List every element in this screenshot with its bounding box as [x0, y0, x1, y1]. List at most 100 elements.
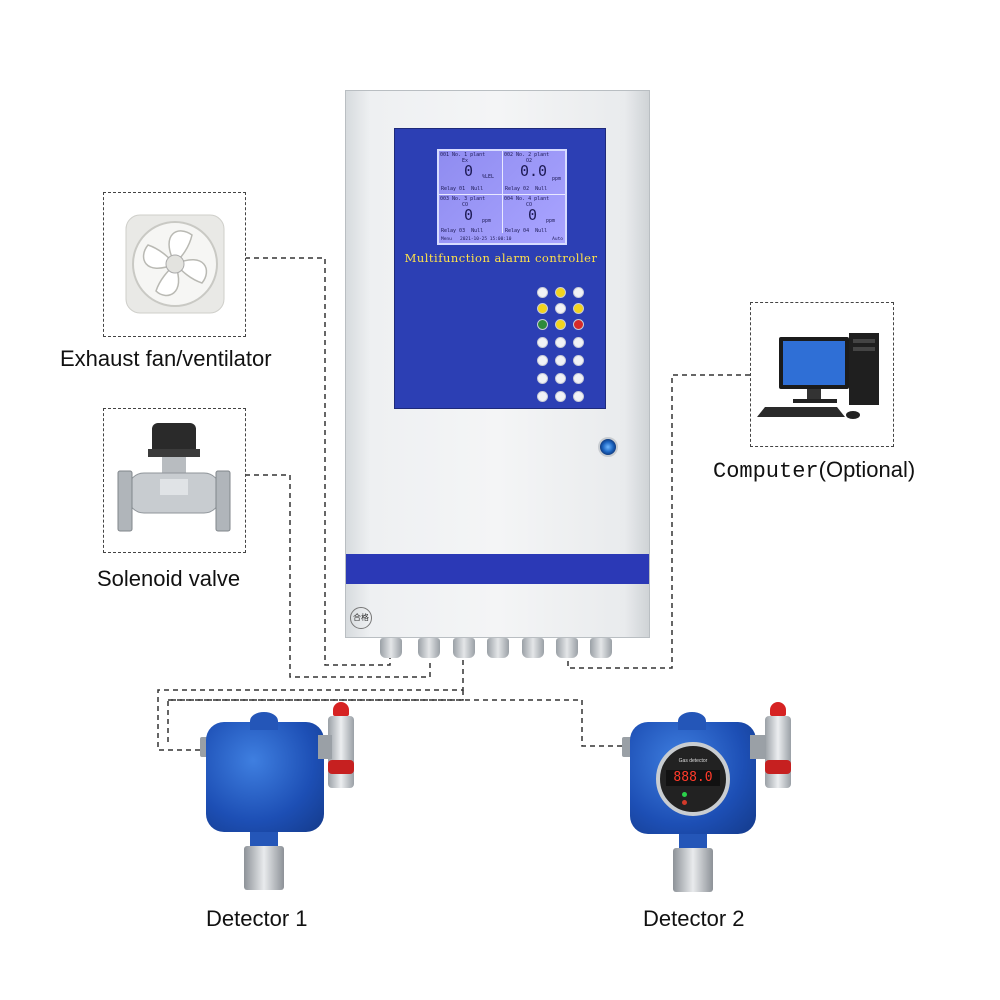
- controller-title: Multifunction alarm controller: [404, 251, 598, 265]
- status-led-icon: [682, 792, 687, 797]
- lcd-cell-unit: ppm: [482, 218, 492, 224]
- key-button[interactable]: [537, 287, 548, 298]
- detector-mount-ear: [250, 712, 278, 730]
- cable-gland: [522, 638, 544, 658]
- qc-stamp: 合格: [350, 607, 372, 629]
- valve-label: Solenoid valve: [97, 566, 241, 591]
- detector-neck: [250, 832, 278, 848]
- key-button[interactable]: [573, 373, 584, 384]
- solenoid-valve-icon: [117, 423, 231, 532]
- lcd-cell-value: 0: [464, 162, 474, 180]
- key-button[interactable]: [573, 355, 584, 366]
- detector-1-label: Detector 1: [206, 906, 308, 931]
- lcd-cell-gas: O2: [526, 158, 533, 164]
- lcd-cell-status: Null: [535, 186, 548, 192]
- cable-gland: [487, 638, 509, 658]
- controller-front-panel: 001 No. 1 plant Ex 0 %LEL Relay 01 Null …: [394, 128, 606, 409]
- key-button[interactable]: [555, 391, 566, 402]
- computer-label: Computer(Optional): [713, 457, 915, 484]
- key-button[interactable]: [573, 287, 584, 298]
- lcd-cell-gas: Ex: [462, 158, 469, 164]
- lcd-cell-value: 0: [528, 206, 538, 224]
- lcd-cell-status: Null: [535, 228, 548, 234]
- lcd-cell-head: 002 No. 2 plant: [504, 152, 550, 158]
- cable-gland: [453, 638, 475, 658]
- lcd-cell-relay: Relay 03: [441, 228, 466, 234]
- wire-detector-1: [157, 660, 464, 751]
- lcd-cell-value: 0.0: [520, 162, 548, 180]
- lcd-cell-unit: %LEL: [482, 174, 495, 180]
- lcd-cell-gas: CO: [526, 202, 533, 208]
- key-button[interactable]: [537, 319, 548, 330]
- cable-gland: [380, 638, 402, 658]
- lcd-footer-menu: Menu: [441, 237, 452, 242]
- lcd-cell-relay: Relay 01: [441, 186, 466, 192]
- key-button[interactable]: [573, 303, 584, 314]
- lcd-cell-3: 003 No. 3 plant CO 0 ppm Relay 03 Null: [440, 196, 502, 238]
- lcd-screen: 001 No. 1 plant Ex 0 %LEL Relay 01 Null …: [437, 149, 567, 245]
- detector-1-housing: [206, 722, 324, 832]
- detector-display: Gas detector 888.0: [656, 742, 730, 816]
- lcd-footer: Menu 2021-10-25 15:00:10 Auto: [441, 237, 563, 242]
- cable-gland: [590, 638, 612, 658]
- alarm-light-body: [328, 716, 354, 788]
- lcd-cell-head: 003 No. 3 plant: [440, 196, 486, 202]
- computer-label-main: Computer: [713, 459, 819, 484]
- lcd-cell-1: 001 No. 1 plant Ex 0 %LEL Relay 01 Null: [440, 152, 502, 194]
- lcd-divider-v: [502, 151, 503, 233]
- key-button[interactable]: [555, 337, 566, 348]
- key-button[interactable]: [555, 373, 566, 384]
- key-button[interactable]: [537, 373, 548, 384]
- exhaust-fan-icon: [125, 214, 225, 314]
- key-button[interactable]: [537, 391, 548, 402]
- computer-box: [750, 302, 894, 447]
- lcd-cell-gas: CO: [462, 202, 469, 208]
- valve-box: [103, 408, 246, 553]
- key-button[interactable]: [537, 355, 548, 366]
- lcd-footer-mode: Auto: [552, 237, 563, 242]
- key-button[interactable]: [555, 355, 566, 366]
- detector-2-label: Detector 2: [643, 906, 745, 931]
- lcd-cell-2: 002 No. 2 plant O2 0.0 ppm Relay 02 Null: [504, 152, 566, 194]
- key-button[interactable]: [555, 287, 566, 298]
- key-button[interactable]: [573, 337, 584, 348]
- cabinet-stripe: [346, 554, 649, 584]
- lcd-footer-date: 2021-10-25 15:00:10: [459, 237, 512, 242]
- alarm-light-icon: [770, 702, 786, 716]
- alarm-controller-cabinet: 001 No. 1 plant Ex 0 %LEL Relay 01 Null …: [345, 90, 650, 638]
- cable-gland: [556, 638, 578, 658]
- computer-icon: [757, 333, 879, 419]
- alarm-led-icon: [682, 800, 687, 805]
- cable-gland: [418, 638, 440, 658]
- key-button[interactable]: [573, 319, 584, 330]
- detector-neck: [679, 834, 707, 850]
- wire-computer: [567, 374, 750, 669]
- detector-connector: [750, 735, 766, 759]
- key-button[interactable]: [555, 303, 566, 314]
- wire-fan: [245, 257, 391, 666]
- key-lock-icon: [598, 437, 618, 457]
- key-button[interactable]: [555, 319, 566, 330]
- wire-valve: [245, 474, 431, 678]
- key-button[interactable]: [573, 391, 584, 402]
- lcd-cell-relay: Relay 04: [505, 228, 530, 234]
- lcd-cell-4: 004 No. 4 plant CO 0 ppm Relay 04 Null: [504, 196, 566, 238]
- lcd-cell-value: 0: [464, 206, 474, 224]
- lcd-cell-head: 001 No. 1 plant: [440, 152, 486, 158]
- key-button[interactable]: [537, 337, 548, 348]
- gas-sensor-probe: [244, 846, 284, 890]
- gas-sensor-probe: [673, 848, 713, 892]
- fan-box: [103, 192, 246, 337]
- lcd-cell-status: Null: [471, 186, 484, 192]
- detector-connector: [318, 735, 332, 759]
- alarm-light-icon: [333, 702, 349, 716]
- alarm-light-band: [328, 760, 354, 774]
- key-button[interactable]: [537, 303, 548, 314]
- lcd-divider-h: [439, 194, 565, 195]
- lcd-cell-head: 004 No. 4 plant: [504, 196, 550, 202]
- detector-mount-ear: [678, 712, 706, 730]
- lcd-cell-relay: Relay 02: [505, 186, 530, 192]
- wire-detector-2b: [168, 699, 628, 747]
- lcd-cell-status: Null: [471, 228, 484, 234]
